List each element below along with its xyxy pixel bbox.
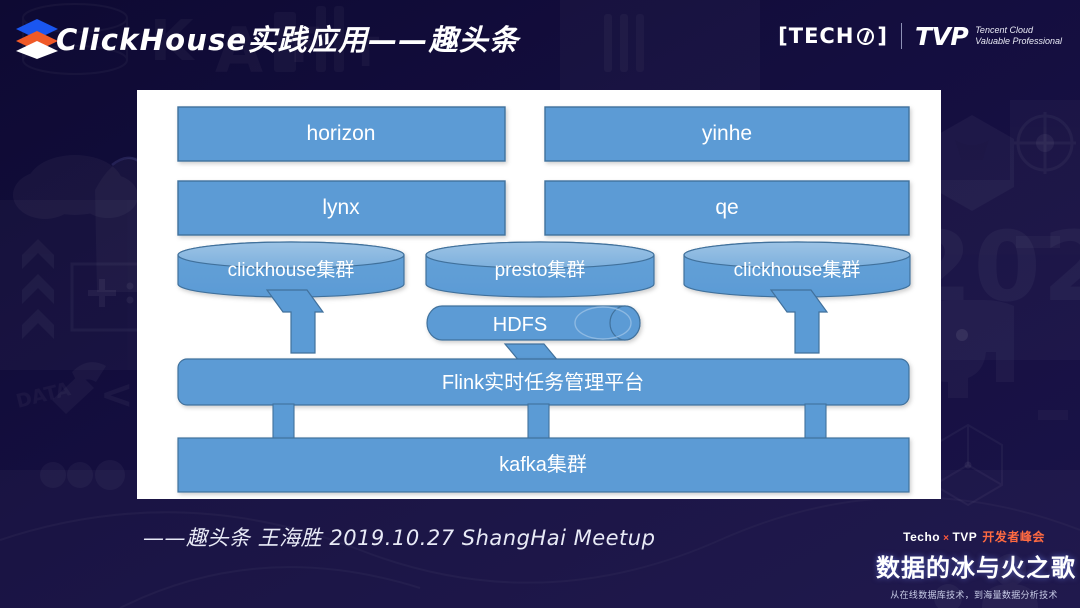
slide-caption: ——趣头条 王海胜 2019.10.27 ShangHai Meetup [143,526,656,550]
arrow-flink-to-clickhouse-left [265,289,325,354]
connector-kafka-to-flink-right [804,403,827,440]
bar-flink-label: Flink实时任务管理平台 [442,371,644,394]
svg-text:<: < [100,372,134,418]
event-badge-tvp: TVP [952,530,978,544]
architecture-diagram-svg: horizon yinhe lynx qe clickhouse集群 prest… [177,106,911,493]
box-qe[interactable]: qe [544,180,910,236]
box-yinhe-label: yinhe [702,122,752,145]
event-badge-title: 数据的冰与火之歌 [876,555,1076,582]
brand-divider [901,23,903,49]
cylinder-presto[interactable]: presto集群 [425,241,655,298]
slide-header: ClickHouse实践应用——趣头条 [TECH ] TVP Tencent … [0,0,1080,72]
tvp-subtitle: Tencent Cloud Valuable Professional [975,25,1062,47]
event-badge-line1: Techo×TVP 开发者峰会 [876,528,1072,545]
cylinder-clickhouse-left-label: clickhouse集群 [228,259,355,281]
event-badge-x-icon: × [943,533,950,544]
box-horizon-label: horizon [307,122,376,145]
architecture-diagram-panel: horizon yinhe lynx qe clickhouse集群 prest… [137,90,941,499]
techo-label-end: ] [877,24,889,48]
hdfs-label: HDFS [493,314,547,336]
clickhouse-logo-icon [16,19,58,59]
box-yinhe[interactable]: yinhe [544,106,910,162]
hdfs-cylinder[interactable]: HDFS [426,305,641,341]
tvp-logo: TVP [915,21,969,51]
brand-bar: [TECH ] TVP Tencent Cloud Valuable Profe… [778,19,1062,53]
bar-kafka-label: kafka集群 [499,453,587,476]
bar-kafka[interactable]: kafka集群 [177,437,910,493]
cylinder-clickhouse-right[interactable]: clickhouse集群 [683,241,911,298]
box-qe-label: qe [715,196,738,219]
box-horizon[interactable]: horizon [177,106,506,162]
cylinder-clickhouse-right-label: clickhouse集群 [734,259,861,281]
connector-kafka-to-flink-left [272,403,295,440]
event-badge-summit: 开发者峰会 [982,530,1045,544]
bar-flink[interactable]: Flink实时任务管理平台 [177,358,910,406]
box-lynx-label: lynx [322,196,360,219]
arrow-flink-to-clickhouse-right [769,289,829,354]
techo-ring-icon [857,27,875,45]
page-title: ClickHouse实践应用——趣头条 [56,23,520,57]
cylinder-clickhouse-left[interactable]: clickhouse集群 [177,241,405,298]
techo-logo: [TECH ] [778,24,888,48]
event-badge-subtitle: 从在线数据库技术，到海量数据分析技术 [890,590,1058,600]
cylinder-presto-label: presto集群 [495,259,586,281]
event-badge-techo: Techo [903,530,941,544]
box-lynx[interactable]: lynx [177,180,506,236]
connector-kafka-to-flink-middle [527,403,550,440]
tvp-subtitle-line1: Tencent Cloud [975,25,1033,35]
event-badge: Techo×TVP 开发者峰会 数据的冰与火之歌 从在线数据库技术，到海量数据分析… [876,510,1076,602]
techo-label: [TECH [778,24,855,48]
tvp-subtitle-line2: Valuable Professional [975,36,1062,46]
